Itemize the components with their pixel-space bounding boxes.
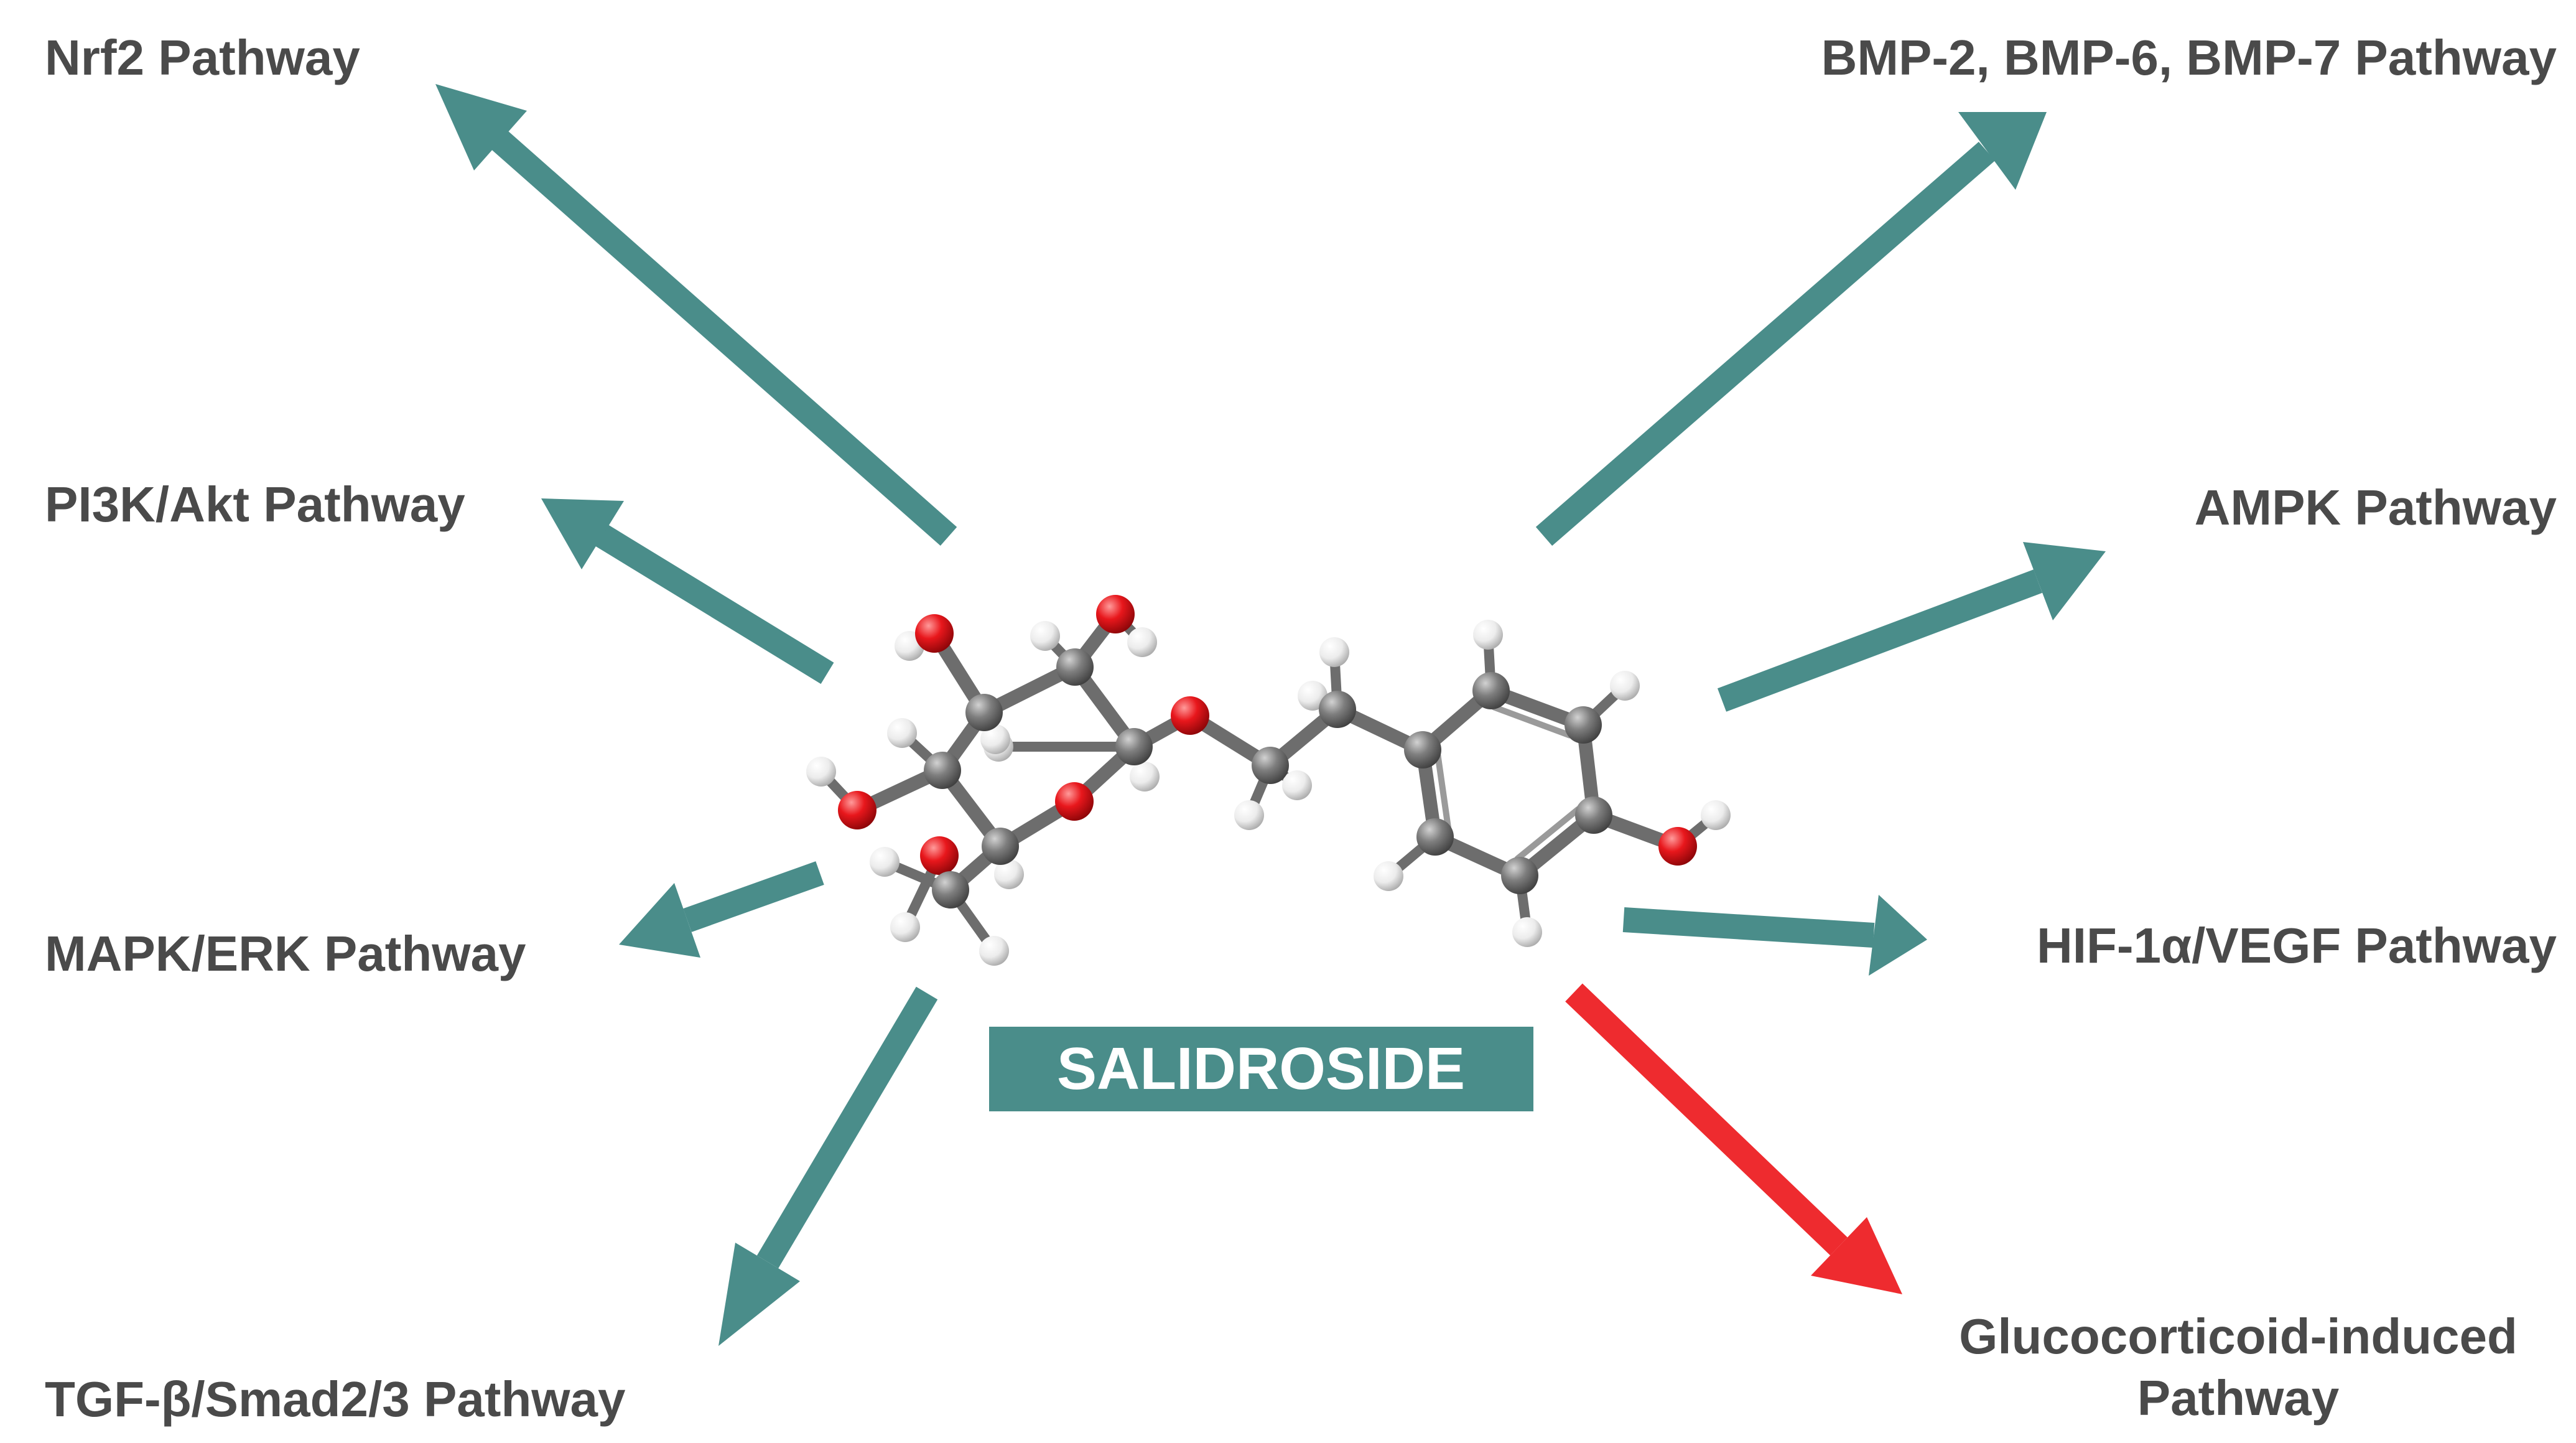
- carbon-atom: [982, 828, 1019, 865]
- oxygen-atom: [915, 614, 954, 653]
- aromatic-bond: [1434, 752, 1451, 831]
- carbon-atom: [1056, 648, 1094, 686]
- carbon-atom: [1115, 728, 1153, 765]
- carbon-atom: [965, 694, 1003, 731]
- hydrogen-atom: [994, 859, 1024, 889]
- hydrogen-atom: [980, 724, 1010, 754]
- arrow-glucocorticoid: [1565, 983, 1902, 1294]
- hydrogen-atom: [1374, 861, 1403, 891]
- hydrogen-atom: [1319, 637, 1349, 667]
- label-bmp-pathway: BMP-2, BMP-6, BMP-7 Pathway: [1821, 30, 2557, 85]
- carbon-atom: [1319, 691, 1356, 728]
- center-label: SALIDROSIDE: [1057, 1035, 1465, 1102]
- arrow-pi3k-akt: [541, 498, 834, 684]
- carbon-atom: [932, 871, 969, 908]
- oxygen-atom: [838, 791, 876, 829]
- label-glucocorticoid-induced: Glucocorticoid-induced: [1959, 1309, 2518, 1364]
- label-glucocorticoid-pathway: Pathway: [2137, 1370, 2340, 1426]
- pathway-arrows: [435, 84, 2106, 1346]
- carbon-atom: [1575, 796, 1612, 834]
- hydrogen-atom: [1234, 800, 1264, 830]
- arrow-ampk: [1717, 542, 2106, 712]
- oxygen-atom: [1055, 782, 1094, 821]
- hydrogen-atom: [1473, 620, 1503, 650]
- hydrogen-atom: [806, 757, 836, 787]
- carbon-atom: [1565, 706, 1602, 744]
- oxygen-atom: [920, 836, 959, 875]
- hydrogen-atom: [887, 718, 917, 748]
- label-ampk-pathway: AMPK Pathway: [2195, 480, 2557, 535]
- hydrogen-atom: [1701, 800, 1731, 830]
- oxygen-atom: [1658, 827, 1697, 866]
- arrow-bmp: [1535, 112, 2047, 546]
- hydrogen-atom: [890, 912, 920, 942]
- label-hif1a-vegf-pathway: HIF-1α/VEGF Pathway: [2037, 918, 2557, 973]
- aromatic-bond: [1514, 806, 1581, 862]
- label-nrf2-pathway: Nrf2 Pathway: [45, 30, 360, 85]
- carbon-atom: [1501, 857, 1538, 894]
- hydrogen-atom: [1512, 917, 1542, 947]
- center-label-box: [989, 1027, 1533, 1111]
- hydrogen-atom: [1130, 762, 1160, 792]
- arrow-hif1a-vegf: [1622, 895, 1927, 976]
- carbon-atom: [1416, 818, 1454, 856]
- hydrogen-atom: [1127, 627, 1157, 657]
- aromatic-bond: [1490, 704, 1573, 739]
- hydrogen-atom: [1282, 770, 1312, 800]
- arrow-nrf2: [435, 84, 957, 546]
- hydrogen-atom: [1030, 621, 1060, 651]
- carbon-atom: [1252, 747, 1289, 784]
- hydrogen-atom: [1610, 671, 1640, 701]
- arrow-tgf-beta: [718, 986, 938, 1346]
- hydrogen-atom: [870, 847, 900, 877]
- carbon-atom: [1472, 672, 1510, 709]
- carbon-atom: [924, 752, 961, 789]
- carbon-atom: [1404, 731, 1441, 768]
- oxygen-atom: [1171, 696, 1209, 735]
- label-mapk-erk-pathway: MAPK/ERK Pathway: [45, 926, 526, 981]
- hydrogen-atom: [979, 936, 1009, 966]
- label-tgf-beta-smad-pathway: TGF-β/Smad2/3 Pathway: [45, 1371, 626, 1427]
- salidroside-molecule-model: [806, 595, 1731, 966]
- label-pi3k-akt-pathway: PI3K/Akt Pathway: [45, 477, 465, 532]
- arrow-mapk-erk: [619, 861, 824, 958]
- oxygen-atom: [1096, 595, 1135, 633]
